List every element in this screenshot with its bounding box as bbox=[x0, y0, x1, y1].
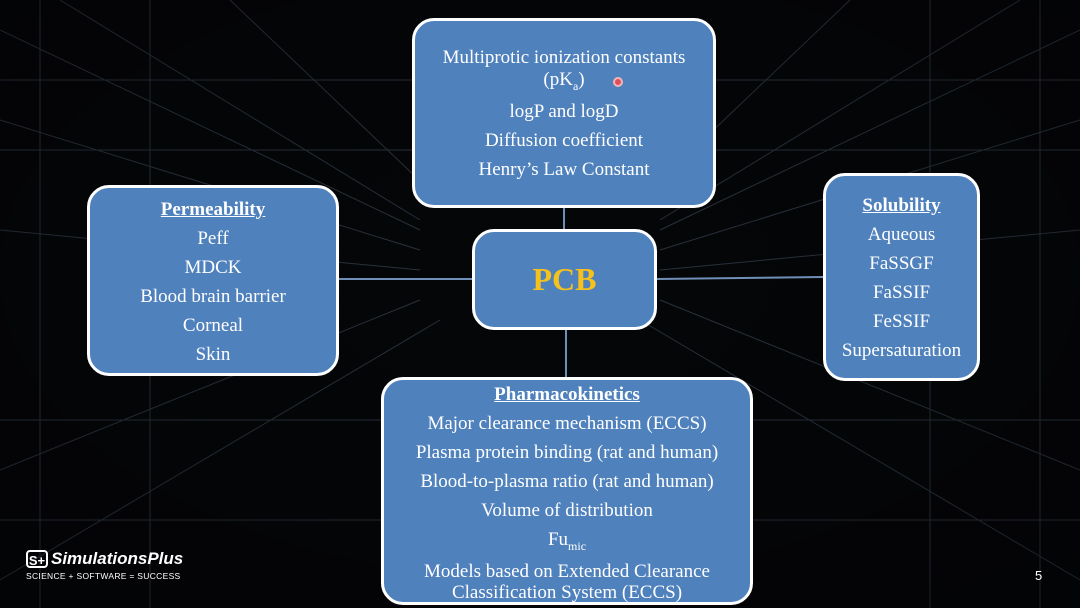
pk-item: Plasma protein binding (rat and human) bbox=[415, 442, 719, 463]
fumic-base: Fu bbox=[547, 529, 569, 550]
diffusion-coefficient-text: Diffusion coefficient bbox=[484, 130, 644, 151]
models-text-line2: Classification System (ECCS) bbox=[451, 582, 683, 603]
solubility-title: Solubility bbox=[862, 195, 941, 216]
models-text-line1: Models based on Extended Clearance bbox=[424, 561, 710, 582]
solubility-box: Solubility Aqueous FaSSGF FaSSIF FeSSIF … bbox=[823, 173, 980, 381]
ionization-box: Multiprotic ionization constants (pKa) l… bbox=[412, 18, 716, 208]
pharmacokinetics-title: Pharmacokinetics bbox=[494, 384, 640, 405]
pka-open: (pK bbox=[543, 69, 573, 90]
permeability-item: Blood brain barrier bbox=[140, 286, 286, 307]
solubility-item: FaSSGF bbox=[869, 253, 934, 274]
ionization-constants-text: Multiprotic ionization constants bbox=[442, 47, 686, 68]
pka-close: ) bbox=[578, 69, 585, 90]
pka-text: (pKa) bbox=[415, 69, 713, 97]
logo-tagline: SCIENCE + SOFTWARE = SUCCESS bbox=[26, 571, 181, 581]
fumic-sub: mic bbox=[568, 539, 587, 553]
permeability-box: Permeability Peff MDCK Blood brain barri… bbox=[87, 185, 339, 376]
solubility-item: FeSSIF bbox=[872, 311, 931, 332]
solubility-item: Aqueous bbox=[867, 224, 936, 245]
solubility-item: FaSSIF bbox=[872, 282, 931, 303]
permeability-item: Corneal bbox=[182, 315, 244, 336]
permeability-item: Skin bbox=[195, 344, 231, 365]
laser-pointer-dot bbox=[613, 77, 623, 87]
simulationsplus-logo: S+SimulationsPlus SCIENCE + SOFTWARE = S… bbox=[26, 549, 183, 581]
permeability-item: MDCK bbox=[184, 257, 242, 278]
fumic-text: Fumic bbox=[384, 525, 750, 561]
logo-brand: SimulationsPlus bbox=[51, 549, 184, 568]
pk-item: Volume of distribution bbox=[481, 500, 653, 521]
solubility-item: Supersaturation bbox=[841, 340, 962, 361]
pcb-label: PCB bbox=[532, 261, 597, 297]
slide-number: 5 bbox=[1035, 568, 1043, 583]
pk-item: Major clearance mechanism (ECCS) bbox=[427, 413, 707, 434]
logo-mark: S+ bbox=[26, 550, 48, 568]
pk-item: Blood-to-plasma ratio (rat and human) bbox=[420, 471, 714, 492]
connector-right bbox=[656, 276, 824, 280]
pcb-center-box: PCB bbox=[472, 229, 657, 330]
pharmacokinetics-box: Pharmacokinetics Major clearance mechani… bbox=[381, 377, 753, 605]
henrys-law-text: Henry’s Law Constant bbox=[478, 159, 650, 180]
permeability-title: Permeability bbox=[160, 199, 266, 220]
permeability-item: Peff bbox=[197, 228, 229, 249]
pka-sub: a bbox=[572, 79, 579, 93]
logp-logd-text: logP and logD bbox=[509, 101, 619, 122]
